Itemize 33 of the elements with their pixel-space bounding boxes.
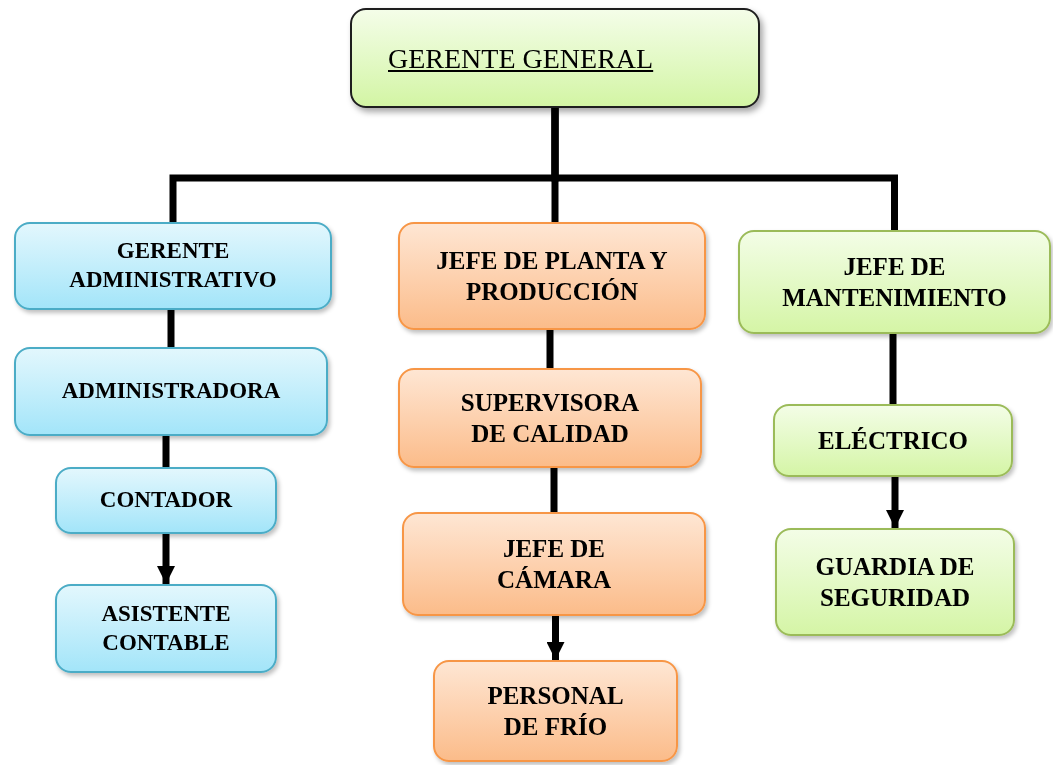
position-box [55, 467, 277, 534]
connector-line [550, 468, 558, 512]
position-title: JEFE DE PLANTA Y PRODUCCIÓN [435, 245, 669, 307]
connector-line [551, 108, 898, 230]
position-title: SUPERVISORA DE CALIDAD [459, 387, 641, 449]
position-title: GERENTE ADMINISTRATIVO [68, 237, 278, 294]
connector-line [546, 330, 554, 368]
position-box [14, 222, 332, 310]
connector-line [889, 334, 897, 404]
position-title: ASISTENTE CONTABLE [100, 599, 232, 657]
position-title: CONTADOR [99, 486, 233, 515]
position-title: PERSONAL DE FRÍO [486, 680, 625, 742]
arrow [546, 616, 565, 660]
position-title: ELÉCTRICO [817, 425, 968, 456]
position-box [738, 230, 1051, 334]
position-title: ADMINISTRADORA [61, 377, 281, 406]
position-box [773, 404, 1013, 477]
position-title: JEFE DE CÁMARA [496, 533, 612, 595]
position-box [775, 528, 1015, 636]
connector-line [162, 436, 170, 467]
arrow [886, 477, 904, 528]
position-box [398, 368, 702, 468]
position-box [14, 347, 328, 436]
position-box [433, 660, 678, 762]
position-box [398, 222, 706, 330]
position-box [55, 584, 277, 673]
title-box [350, 8, 760, 108]
position-title: JEFE DE MANTENIMIENTO [781, 251, 1008, 313]
position-title: GERENTE GENERAL [388, 41, 654, 76]
connector-line [167, 310, 175, 347]
arrow [157, 534, 175, 584]
position-box [402, 512, 706, 616]
position-title: GUARDIA DE SEGURIDAD [814, 551, 976, 613]
